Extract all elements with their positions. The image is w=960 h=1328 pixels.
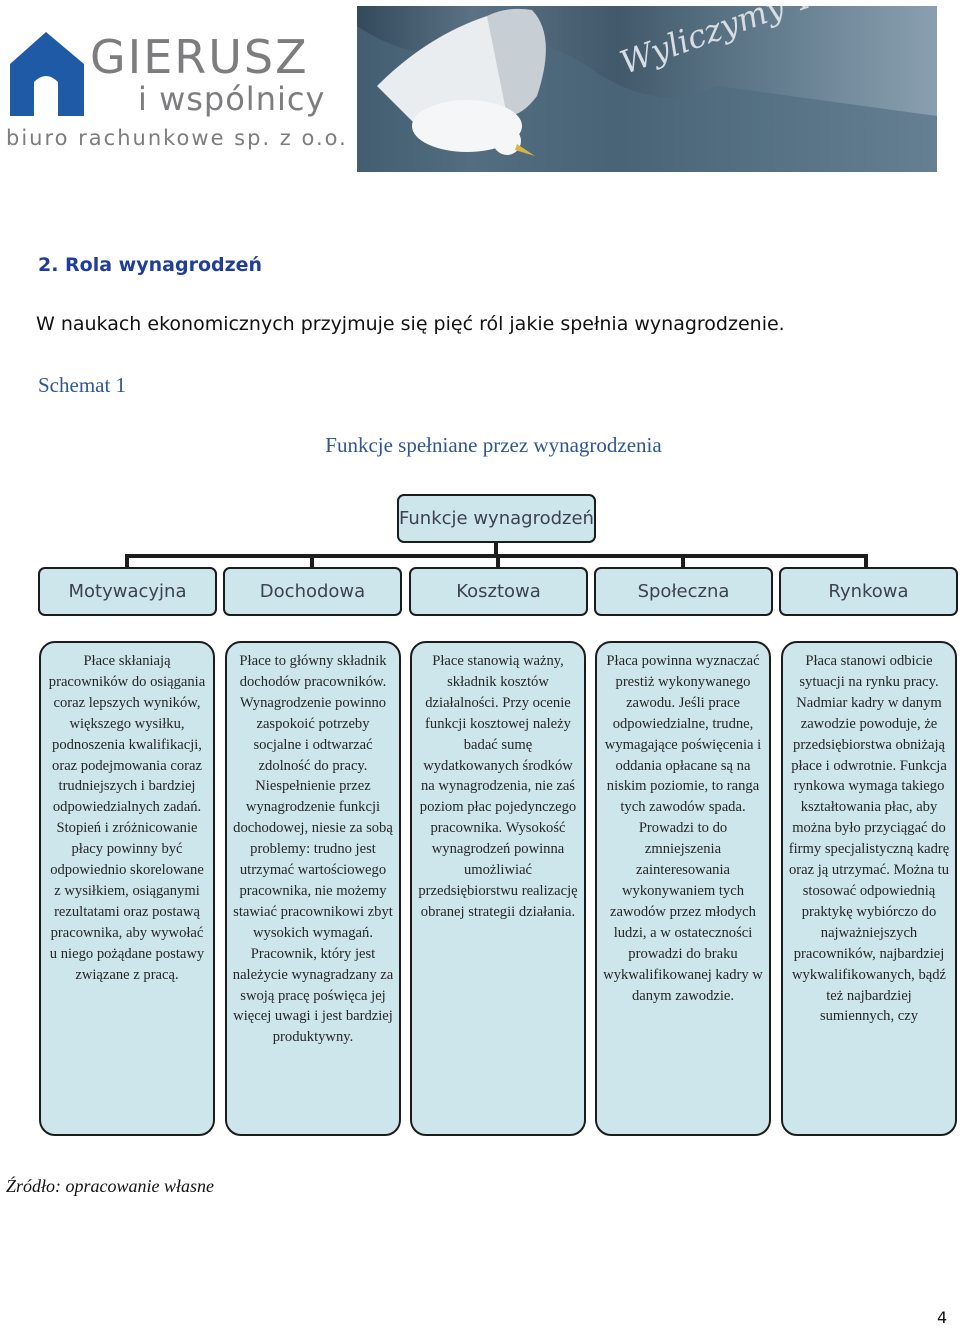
logo-partners: i wspólnicy [138, 80, 326, 118]
description-motywacyjna: Płace skłaniają pracowników do osiągania… [39, 641, 215, 1136]
company-logo: GIERUSZ i wspólnicy biuro rachunkowe sp.… [4, 18, 346, 158]
scheme-label: Schemat 1 [38, 373, 127, 397]
section-heading: 2. Rola wynagrodzeń [38, 254, 263, 276]
category-kosztowa: Kosztowa [409, 567, 588, 616]
category-motywacyjna: Motywacyjna [38, 567, 217, 616]
logo-house-icon [4, 25, 92, 116]
source-note: Źródło: opracowanie własne [6, 1176, 215, 1196]
header-photo: Wyliczymy Twój Sukces [357, 6, 937, 172]
intro-paragraph: W naukach ekonomicznych przyjmuje się pi… [36, 313, 785, 335]
logo-subtitle: biuro rachunkowe sp. z o.o. [6, 126, 348, 150]
scheme-title: Funkcje spełniane przez wynagrodzenia [325, 433, 662, 457]
logo-company-name: GIERUSZ [90, 30, 309, 84]
category-spoleczna: Społeczna [594, 567, 773, 616]
category-dochodowa: Dochodowa [223, 567, 402, 616]
category-rynkowa: Rynkowa [779, 567, 958, 616]
diagram-root-box: Funkcje wynagrodzeń [397, 494, 596, 543]
page-number: 4 [937, 1308, 948, 1327]
description-dochodowa: Płace to główny składnik dochodów pracow… [225, 641, 401, 1136]
description-kosztowa: Płace stanowią ważny, składnik kosztów d… [410, 641, 586, 1136]
description-rynkowa: Płaca stanowi odbicie sytuacji na rynku … [781, 641, 957, 1136]
seagull-image [357, 8, 937, 172]
description-spoleczna: Płaca powinna wyznaczać prestiż wykonywa… [595, 641, 771, 1136]
